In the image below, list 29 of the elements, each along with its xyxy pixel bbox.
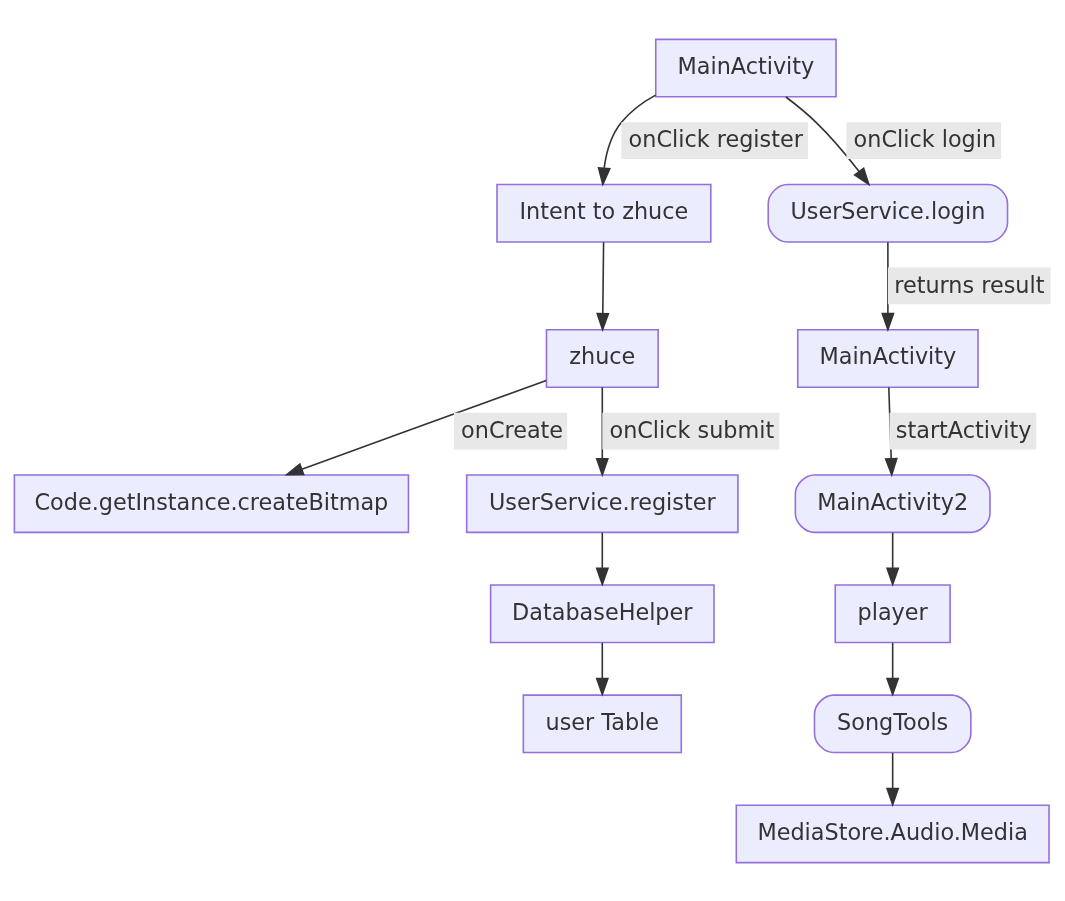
- node-box: SongTools: [813, 693, 972, 753]
- arrow: [885, 531, 900, 587]
- node-box: UserService.login: [767, 183, 1009, 243]
- node-box: Intent to zhuce: [496, 183, 712, 243]
- node-box: Code.getInstance.createBitmap: [13, 473, 410, 533]
- edge-label: onClick submit: [609, 416, 775, 443]
- node-box: MainActivity: [796, 328, 979, 388]
- node-box: user Table: [522, 693, 683, 753]
- arrow: [595, 641, 609, 697]
- node-box: MediaStore.Audio.Media: [735, 803, 1050, 863]
- edge-label: onClick register: [628, 125, 803, 152]
- node-box: DatabaseHelper: [489, 583, 715, 643]
- node-box: zhuce: [545, 328, 659, 388]
- edge-label: onCreate: [461, 416, 564, 443]
- arrow: [885, 641, 900, 697]
- arrow: [284, 379, 548, 475]
- edge-label: returns result: [894, 271, 1045, 298]
- arrow: [597, 93, 657, 187]
- node-box: MainActivity: [654, 38, 837, 98]
- arrow: [785, 95, 871, 186]
- node-box: player: [834, 583, 951, 643]
- node-box: MainActivity2: [794, 473, 991, 533]
- arrow: [881, 240, 895, 332]
- node-box: UserService.register: [465, 473, 739, 533]
- edge-label: startActivity: [895, 416, 1032, 443]
- edge-label: onClick login: [853, 125, 997, 152]
- arrow: [596, 240, 610, 332]
- arrow: [595, 531, 609, 587]
- arrow: [885, 751, 900, 807]
